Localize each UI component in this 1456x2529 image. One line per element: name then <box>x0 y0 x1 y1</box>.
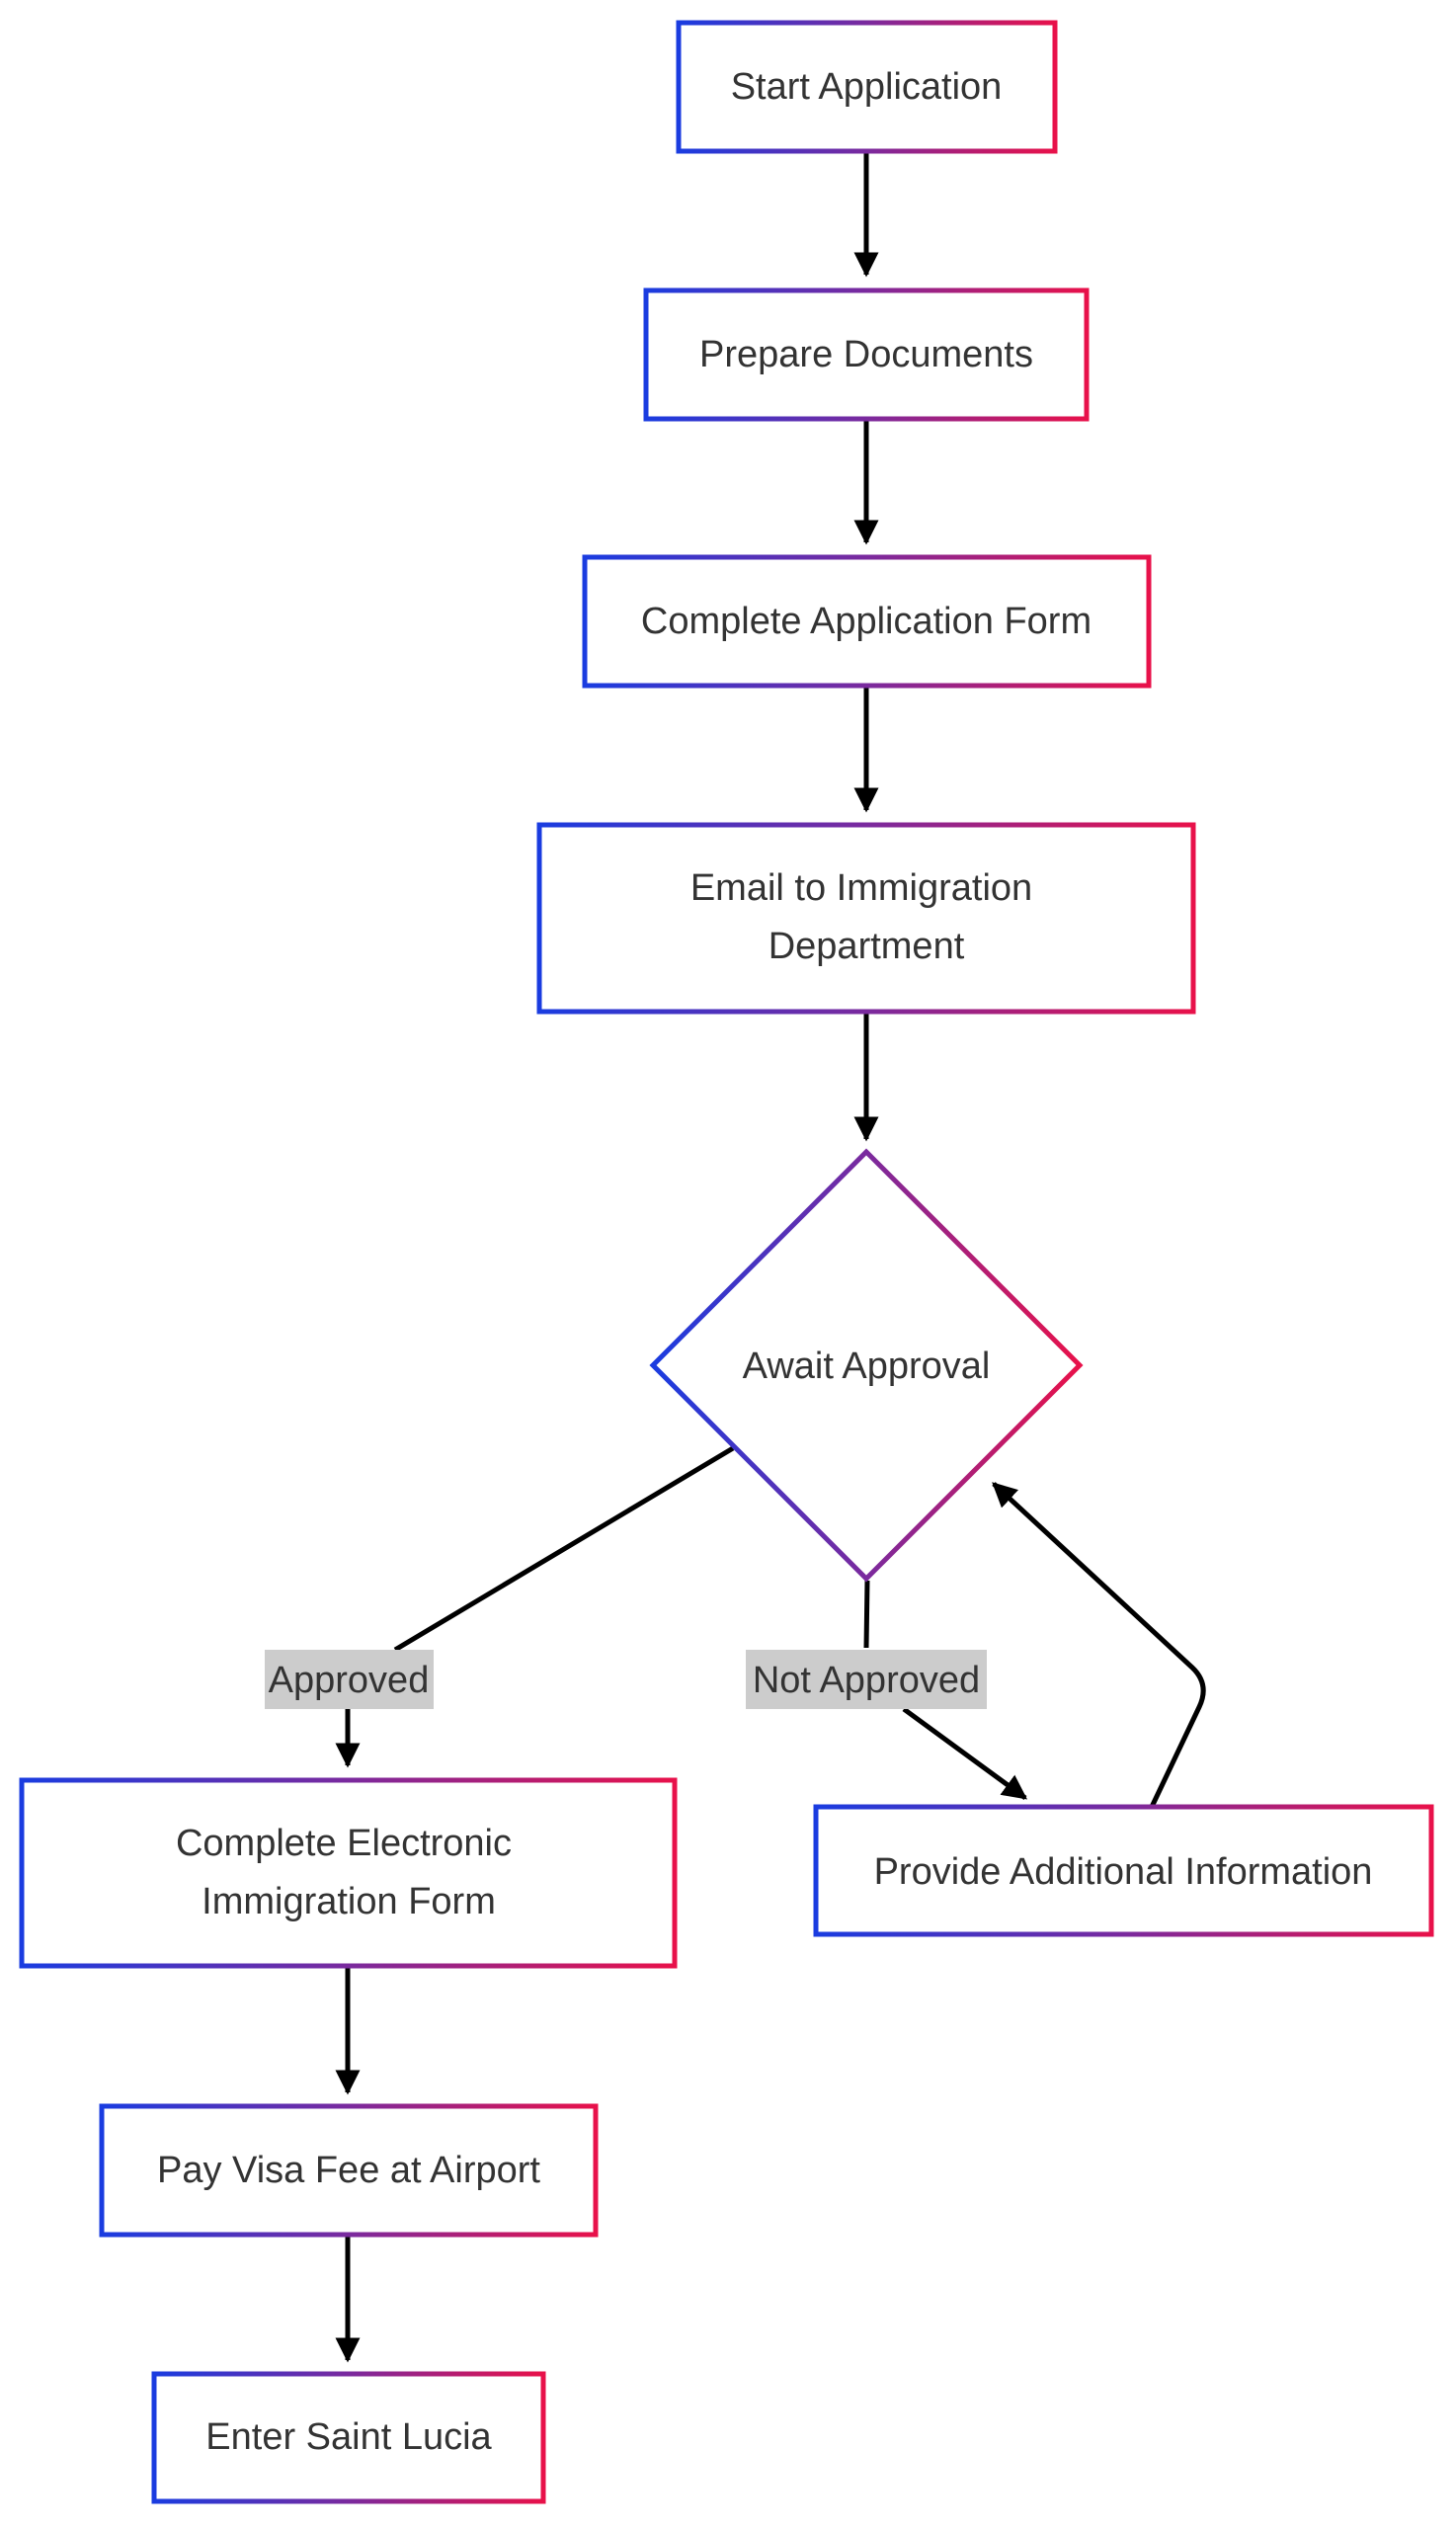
node-email-immigration: Email to Immigration Department <box>536 822 1196 1015</box>
node-prepare-documents-label: Prepare Documents <box>699 334 1033 375</box>
node-provide-additional-info: Provide Additional Information <box>813 1804 1434 1937</box>
edge-approval-to-electronic <box>348 1445 735 1765</box>
node-provide-additional-info-label: Provide Additional Information <box>874 1851 1373 1893</box>
node-enter-saint-lucia-label: Enter Saint Lucia <box>205 2416 492 2458</box>
node-await-approval: Await Approval <box>649 1148 1084 1583</box>
node-enter-saint-lucia: Enter Saint Lucia <box>151 2371 546 2504</box>
node-email-immigration-label-line2: Department <box>768 926 965 967</box>
node-complete-electronic-form: Complete Electronic Immigration Form <box>19 1777 678 1969</box>
node-complete-application-form: Complete Application Form <box>582 554 1152 689</box>
node-await-approval-label: Await Approval <box>743 1346 991 1387</box>
edge-label-approved: Approved <box>265 1650 434 1709</box>
node-pay-visa-fee: Pay Visa Fee at Airport <box>99 2103 599 2238</box>
edge-label-approved-text: Approved <box>269 1660 430 1701</box>
edge-label-not-approved-text: Not Approved <box>753 1660 980 1701</box>
node-email-immigration-label: Email to Immigration <box>690 867 1032 909</box>
edges <box>348 151 1206 2363</box>
node-complete-electronic-form-label: Complete Electronic <box>176 1823 512 1864</box>
edge-additional-to-approval <box>992 1482 1206 1809</box>
edge-label-not-approved-bg <box>746 1650 987 1709</box>
edge-approval-to-additional <box>863 1580 1025 1798</box>
node-start-application: Start Application <box>676 20 1058 154</box>
edge-label-approved-bg <box>265 1650 434 1709</box>
node-complete-electronic-form-label-line2: Immigration Form <box>202 1881 496 1922</box>
node-prepare-documents: Prepare Documents <box>643 287 1090 422</box>
node-start-application-label: Start Application <box>731 66 1003 108</box>
node-complete-application-form-label: Complete Application Form <box>641 601 1092 642</box>
edge-label-not-approved: Not Approved <box>746 1650 987 1709</box>
node-pay-visa-fee-label: Pay Visa Fee at Airport <box>157 2150 540 2191</box>
